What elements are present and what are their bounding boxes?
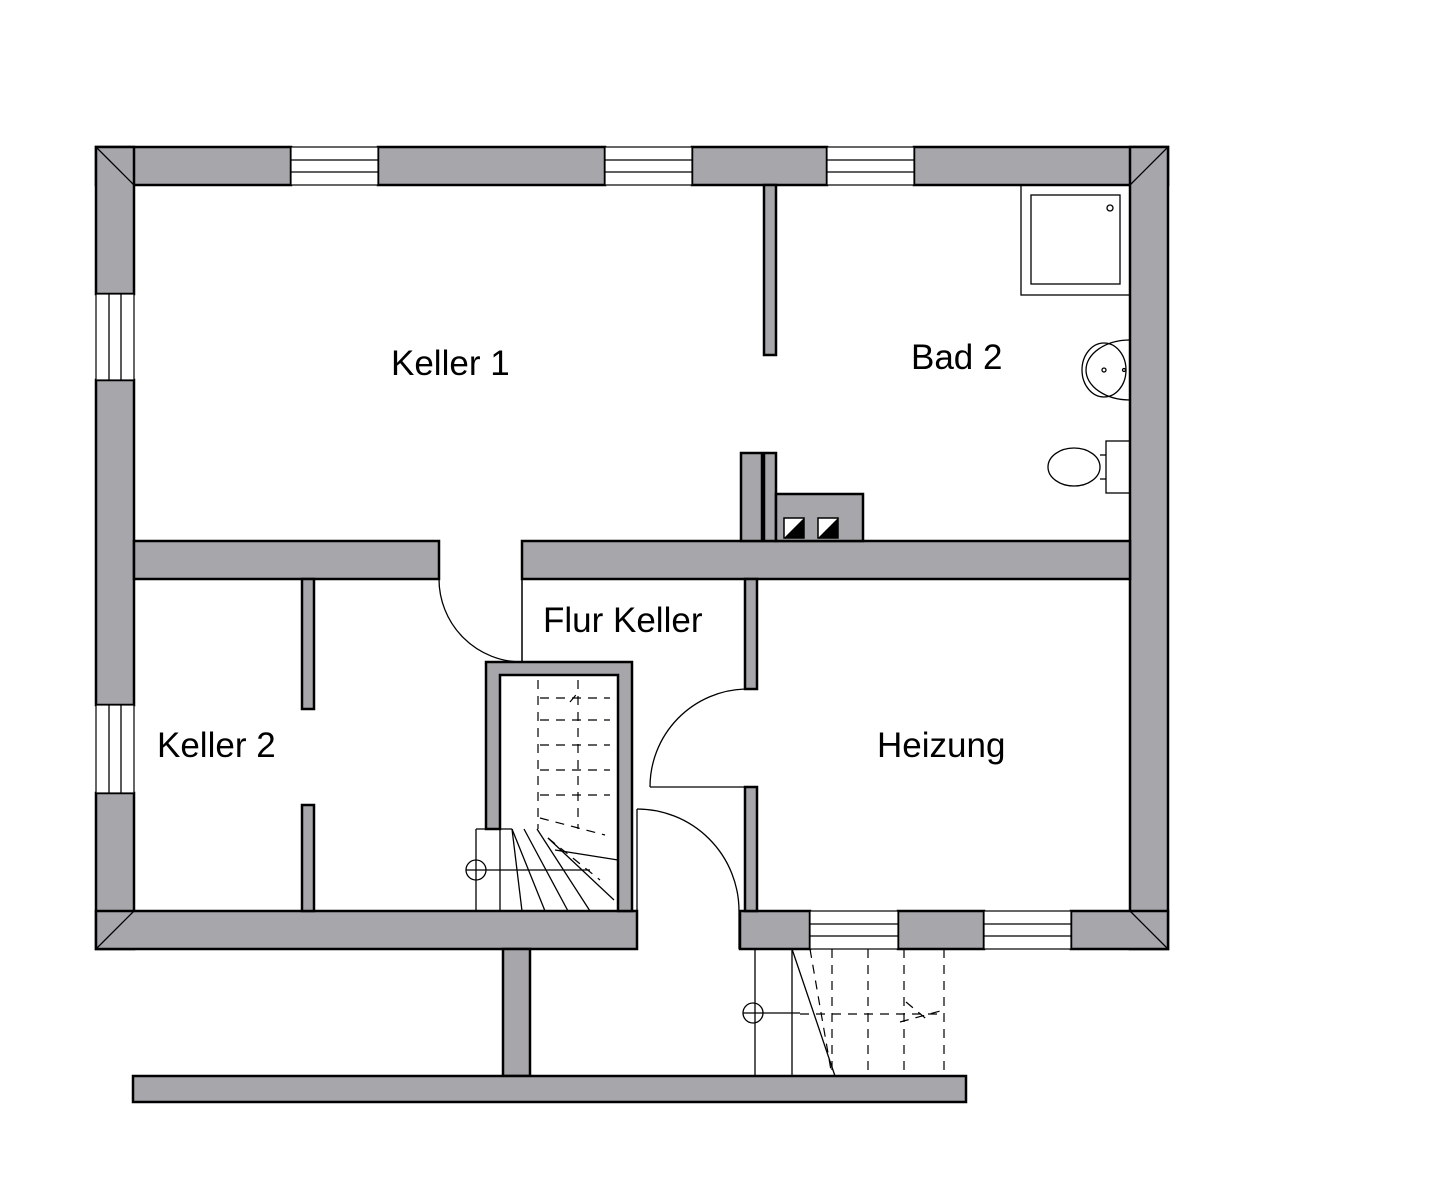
room-label-heizung: Heizung [877, 726, 1006, 765]
room-label-flur-keller: Flur Keller [543, 601, 703, 640]
windows [95, 146, 1072, 950]
interior-stair [465, 680, 619, 912]
doors [438, 578, 746, 912]
interior-walls [131, 183, 1132, 1104]
room-label-bad-2: Bad 2 [911, 338, 1003, 377]
room-label-keller-1: Keller 1 [391, 344, 510, 383]
outer-walls [94, 145, 1170, 951]
bathroom-fixtures [1020, 184, 1131, 494]
room-label-keller-2: Keller 2 [157, 726, 276, 765]
exterior-stair [742, 948, 945, 1077]
